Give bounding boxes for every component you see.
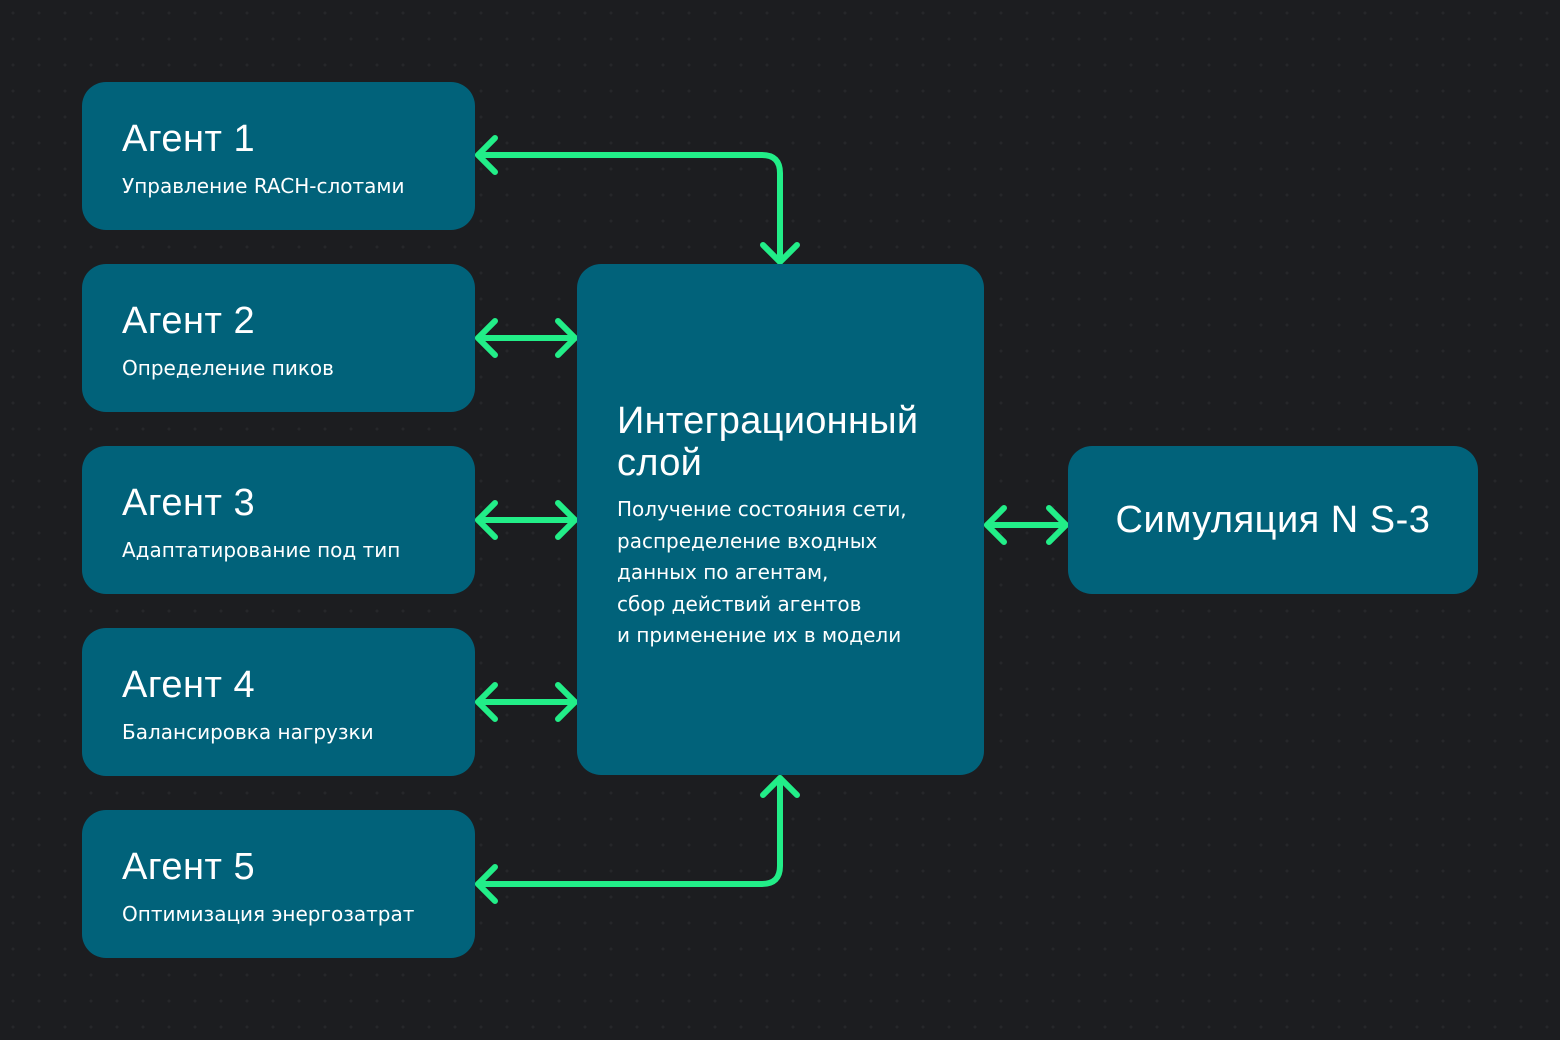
arrow-agent-5-integration bbox=[475, 775, 800, 904]
agent-1-subtitle: Управление RACH-слотами bbox=[122, 174, 405, 198]
agent-4-subtitle: Балансировка нагрузки bbox=[122, 720, 374, 744]
arrow-agent-3-integration bbox=[475, 500, 578, 540]
agent-3-box: Агент 3 Адаптатирование под тип bbox=[82, 446, 475, 594]
arrow-integration-simulation bbox=[984, 505, 1069, 545]
agent-3-title: Агент 3 bbox=[122, 482, 256, 524]
integration-layer-box: Интеграционный слой Получение состояния … bbox=[577, 264, 984, 775]
simulation-box: Симуляция N S-3 bbox=[1068, 446, 1478, 594]
agent-5-box: Агент 5 Оптимизация энергозатрат bbox=[82, 810, 475, 958]
agent-4-title: Агент 4 bbox=[122, 664, 256, 706]
agent-1-title: Агент 1 bbox=[122, 118, 256, 160]
integration-description-line: распределение входных bbox=[617, 528, 878, 553]
agent-3-subtitle: Адаптатирование под тип bbox=[122, 538, 401, 562]
agent-5-title: Агент 5 bbox=[122, 846, 256, 888]
agent-1-box: Агент 1 Управление RACH-слотами bbox=[82, 82, 475, 230]
agent-2-title: Агент 2 bbox=[122, 300, 256, 342]
arrow-agent-1-integration bbox=[475, 135, 800, 265]
agent-2-box: Агент 2 Определение пиков bbox=[82, 264, 475, 412]
integration-description-line: данных по агентам, bbox=[617, 560, 829, 584]
integration-description-line: сбор действий агентов bbox=[617, 591, 862, 616]
integration-description-line: Получение состояния сети, bbox=[617, 497, 907, 521]
simulation-title: Симуляция N S-3 bbox=[1115, 499, 1431, 541]
arrow-agent-2-integration bbox=[475, 318, 578, 358]
agent-2-subtitle: Определение пиков bbox=[122, 356, 334, 380]
arrow-agent-4-integration bbox=[475, 682, 578, 722]
agent-5-subtitle: Оптимизация энергозатрат bbox=[122, 902, 415, 926]
integration-description-line: и применение их в модели bbox=[617, 623, 902, 647]
agent-4-box: Агент 4 Балансировка нагрузки bbox=[82, 628, 475, 776]
integration-layer-description: Получение состояния сети, распределение … bbox=[617, 494, 964, 652]
integration-layer-title: Интеграционный слой bbox=[617, 400, 919, 484]
